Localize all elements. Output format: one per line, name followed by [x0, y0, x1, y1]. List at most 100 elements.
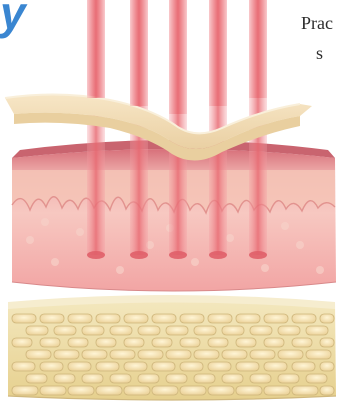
fat-cell — [292, 338, 312, 347]
dermis-spot — [316, 266, 324, 274]
dermis-spot — [191, 258, 199, 266]
dermis-spot — [226, 234, 234, 242]
fat-cell — [138, 326, 160, 335]
fat-cell — [208, 314, 232, 323]
fat-cell — [68, 386, 94, 395]
fat-cell — [320, 338, 334, 347]
fat-cell — [222, 326, 244, 335]
fat-cell — [152, 386, 178, 395]
laser-beams-upper — [87, 0, 267, 114]
fat-cell — [278, 374, 299, 383]
fat-cell — [110, 350, 135, 359]
fat-cell — [26, 350, 51, 359]
fat-cell — [236, 386, 262, 395]
fat-cell — [194, 374, 215, 383]
fat-cell — [12, 386, 38, 395]
fat-cell — [82, 350, 107, 359]
fat-cell — [124, 314, 148, 323]
fat-cell — [54, 326, 76, 335]
fat-cell — [26, 374, 47, 383]
fat-cell — [306, 326, 328, 335]
fat-cell — [264, 338, 284, 347]
dermis-spot — [41, 218, 49, 226]
fat-cell — [236, 338, 256, 347]
fat-cell — [320, 362, 334, 371]
laser-beam-top — [130, 0, 148, 106]
fat-cell — [236, 314, 260, 323]
dermis-spot — [76, 228, 84, 236]
fat-cell — [278, 350, 303, 359]
dermis-spot — [281, 222, 289, 230]
fat-cell — [40, 338, 60, 347]
fat-cell — [166, 326, 188, 335]
laser-beam-top — [249, 0, 267, 98]
fat-cell — [40, 386, 66, 395]
laser-beam-top — [209, 0, 227, 106]
fat-cell — [236, 362, 259, 371]
fat-cell — [138, 374, 159, 383]
fat-cell — [180, 386, 206, 395]
fat-cell — [96, 338, 116, 347]
fat-cell — [96, 386, 122, 395]
fat-cell — [166, 374, 187, 383]
dermis-spot — [261, 264, 269, 272]
fat-cell — [12, 314, 36, 323]
fat-cells — [12, 314, 334, 395]
fat-cell — [180, 362, 203, 371]
fat-cell — [250, 374, 271, 383]
fat-cell — [166, 350, 191, 359]
fat-cell — [278, 326, 300, 335]
fat-cell — [152, 314, 176, 323]
fat-cell — [320, 314, 334, 323]
fat-cell — [68, 314, 92, 323]
fat-cell — [54, 374, 75, 383]
dermis-spot — [51, 258, 59, 266]
fat-cell — [292, 314, 316, 323]
fat-cell — [264, 386, 290, 395]
fat-layer — [8, 295, 336, 400]
fat-cell — [292, 362, 315, 371]
fat-cell — [54, 350, 79, 359]
fat-cell — [180, 338, 200, 347]
fat-cell — [208, 338, 228, 347]
fat-cell — [68, 362, 91, 371]
fat-cell — [68, 338, 88, 347]
fat-cell — [180, 314, 204, 323]
fat-cell — [96, 362, 119, 371]
fat-cell — [152, 338, 172, 347]
fat-cell — [250, 350, 275, 359]
fat-cell — [110, 374, 131, 383]
fat-cell — [152, 362, 175, 371]
fat-cell — [208, 386, 234, 395]
fat-cell — [194, 326, 216, 335]
fat-cell — [250, 326, 272, 335]
fat-cell — [222, 374, 243, 383]
laser-beam-top — [87, 0, 105, 98]
dermis-spot — [116, 266, 124, 274]
dermis-spot — [296, 241, 304, 249]
fat-cell — [110, 326, 132, 335]
fat-cell — [320, 386, 334, 395]
laser-beam-top — [169, 0, 187, 114]
fat-cell — [138, 350, 163, 359]
fat-cell — [26, 326, 48, 335]
fat-cell — [12, 362, 35, 371]
fat-cell — [12, 338, 32, 347]
fat-cell — [40, 362, 63, 371]
fat-cell — [264, 362, 287, 371]
fat-cell — [208, 362, 231, 371]
fat-cell — [292, 386, 318, 395]
fat-cell — [124, 362, 147, 371]
fat-cell — [124, 386, 150, 395]
dermis-spot — [26, 236, 34, 244]
fat-cell — [96, 314, 120, 323]
fat-cell — [82, 374, 103, 383]
fat-cell — [306, 374, 327, 383]
fat-cell — [306, 350, 331, 359]
fat-cell — [82, 326, 104, 335]
fat-cell — [222, 350, 247, 359]
fat-cell — [124, 338, 144, 347]
fat-cell — [40, 314, 64, 323]
